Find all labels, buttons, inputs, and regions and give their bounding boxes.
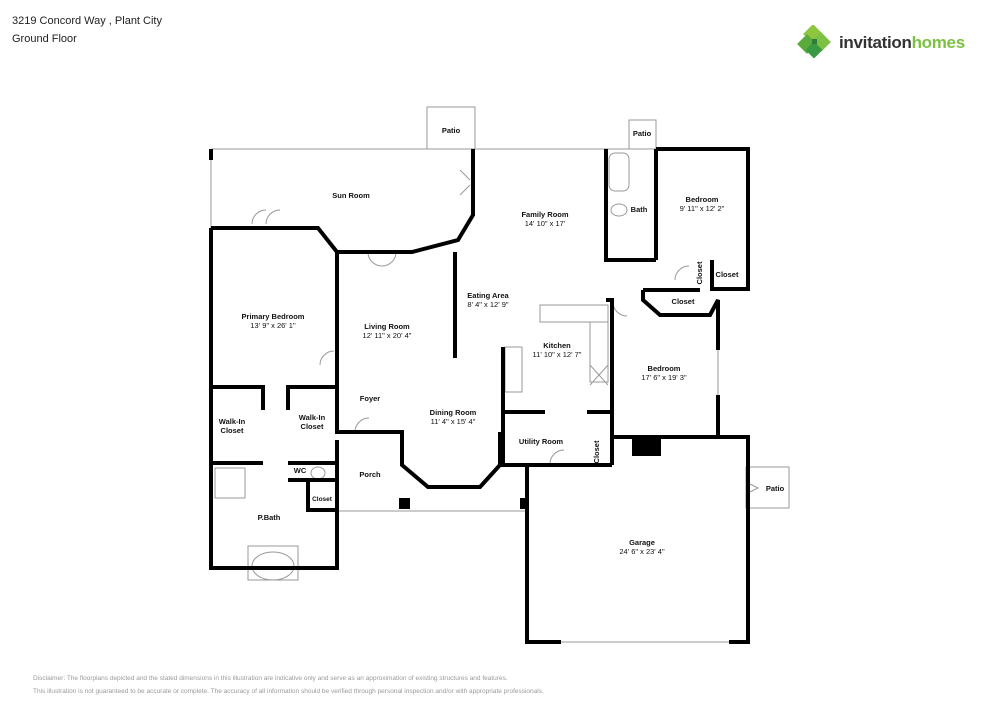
room-label-wc: WC [294, 466, 307, 475]
room-label-closet: Closet [312, 496, 333, 503]
room-label-closet: Closet [672, 297, 695, 306]
room-label-foyer: Foyer [360, 394, 381, 403]
room-label-walk-in-closet: Closet [221, 426, 244, 435]
room-label-patio: Patio [766, 484, 785, 493]
logo-mark-icon [797, 25, 831, 59]
room-label-bath: Bath [631, 205, 648, 214]
room-label-closet: Closet [592, 440, 601, 463]
room-label-closet: Closet [716, 270, 739, 279]
room-label-patio: Patio [442, 126, 461, 135]
room-label-walk-in-closet: Walk-In [299, 413, 326, 422]
room-label-living-room: Living Room [364, 322, 410, 331]
room-label-walk-in-closet: Closet [301, 422, 324, 431]
room-label-sun-room: Sun Room [332, 191, 370, 200]
property-address: 3219 Concord Way , Plant City [12, 15, 162, 27]
disclaimer-line-2: This illustration is not guaranteed to b… [33, 688, 544, 695]
room-label-kitchen: Kitchen [543, 341, 571, 350]
room-dims-garage: 24' 6" x 23' 4" [619, 547, 665, 556]
room-dims-eating-area: 8' 4" x 12' 9" [467, 300, 508, 309]
room-label-family-room: Family Room [521, 210, 568, 219]
room-dims-dining-room: 11' 4" x 15' 4" [431, 417, 476, 426]
room-dims-bedroom: 9' 11" x 12' 2" [680, 204, 725, 213]
room-dims-primary-bedroom: 13' 9" x 26' 1" [250, 321, 296, 330]
room-dims-bedroom: 17' 6" x 19' 3" [641, 373, 687, 382]
room-label-closet: Closet [695, 261, 704, 284]
room-label-patio: Patio [633, 129, 652, 138]
room-dims-family-room: 14' 10" x 17' [525, 219, 566, 228]
room-label-p-bath: P.Bath [258, 513, 281, 522]
room-dims-living-room: 12' 11" x 20' 4" [363, 331, 412, 340]
room-dims-kitchen: 11' 10" x 12' 7" [533, 350, 582, 359]
invitation-homes-logo: invitationhomes [797, 25, 965, 61]
room-label-bedroom: Bedroom [648, 364, 681, 373]
room-label-walk-in-closet: Walk-In [219, 417, 246, 426]
room-label-eating-area: Eating Area [467, 291, 509, 300]
floor-label: Ground Floor [12, 33, 77, 45]
room-label-primary-bedroom: Primary Bedroom [242, 312, 305, 321]
room-label-bedroom: Bedroom [686, 195, 719, 204]
room-label-dining-room: Dining Room [430, 408, 477, 417]
logo-text: invitationhomes [839, 33, 965, 52]
room-label-utility-room: Utility Room [519, 437, 563, 446]
room-label-porch: Porch [359, 470, 381, 479]
disclaimer-line-1: Disclaimer: The floorplans depicted and … [33, 675, 508, 682]
room-label-garage: Garage [629, 538, 655, 547]
